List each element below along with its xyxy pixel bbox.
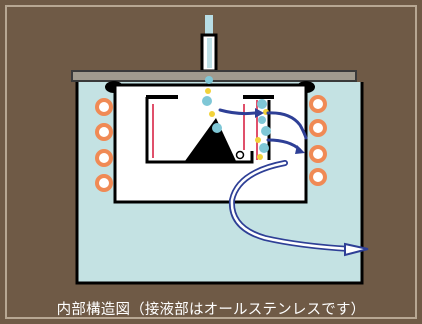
top-plate <box>71 70 357 82</box>
heating-coil-icon <box>95 98 113 192</box>
bubbles <box>202 76 271 160</box>
outlet-pipe-icon <box>228 160 369 257</box>
product-shape <box>185 118 236 161</box>
drain-hole <box>235 150 245 160</box>
panel-border <box>5 5 417 319</box>
diagram-caption: 内部構造図（接液部はオールステンレスです） <box>56 302 366 318</box>
flow-arrow-icon <box>218 108 308 154</box>
heating-coil-icon <box>309 95 327 186</box>
inlet-pipe-icon <box>200 15 218 73</box>
